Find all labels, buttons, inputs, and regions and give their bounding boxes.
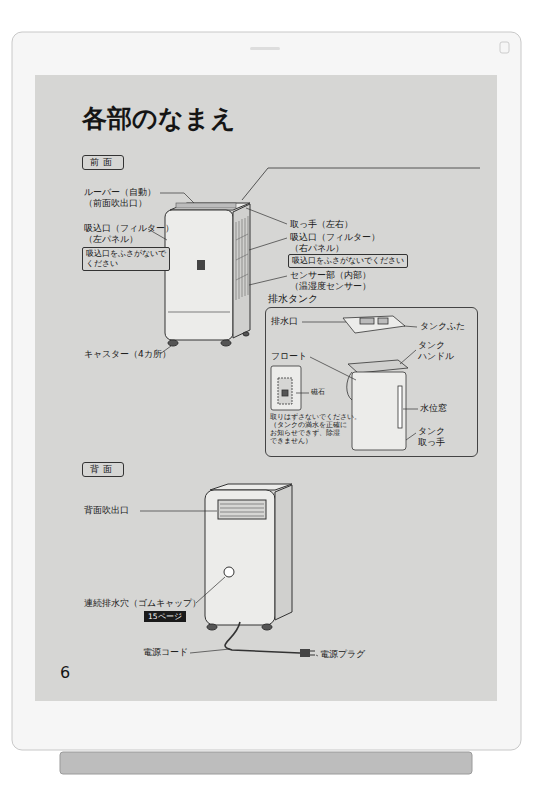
part-label: 吸込口（フィルター） （右パネル）: [290, 232, 384, 255]
box-text: 吸込口をふさがないでください: [292, 256, 404, 266]
caution-box: 吸込口をふさがないでください: [82, 247, 170, 271]
page-ref-box: 15ページ: [144, 611, 186, 622]
section-tab: 前面: [82, 155, 124, 170]
box-text: 吸込口をふさがないでください: [86, 249, 166, 269]
part-label: 背面吹出口: [84, 505, 129, 516]
page-title: 各部のなまえ: [82, 103, 236, 134]
box-text: 背面: [90, 464, 116, 475]
part-label: センサー部（内部） （温湿度センサー）: [290, 270, 375, 293]
caution-box: 吸込口をふさがないでください: [288, 254, 408, 268]
part-label: タンク 取っ手: [418, 426, 457, 447]
inset-heading: 排水タンク: [268, 293, 318, 306]
part-label: ルーバー（自動） （前面吹出口）: [84, 187, 167, 210]
page-number: 6: [60, 663, 70, 683]
part-label: 水位窓: [420, 403, 447, 414]
part-label: 取っ手（左右）: [290, 219, 353, 230]
part-label: 吸込口（フィルター） （左パネル）: [84, 223, 178, 246]
part-label: キャスター（4カ所）: [84, 349, 171, 360]
part-label: 排水口: [271, 316, 298, 327]
box-text: 15ページ: [148, 612, 182, 621]
part-label: 電源プラグ: [320, 649, 365, 660]
part-label: タンクふた: [420, 321, 465, 332]
part-label: 連続排水穴（ゴムキャップ）: [84, 598, 201, 609]
part-label: フロート: [271, 351, 307, 362]
part-label: 取りはずさないでください。 （タンクの満水を正確に お知らせできず、除湿 できま…: [270, 413, 357, 446]
part-label: 電源コード: [143, 647, 188, 658]
part-label: タンク ハンドル: [418, 340, 457, 361]
section-tab: 背面: [82, 462, 124, 477]
box-text: 前面: [90, 157, 116, 168]
part-label: 磁石: [311, 388, 325, 397]
